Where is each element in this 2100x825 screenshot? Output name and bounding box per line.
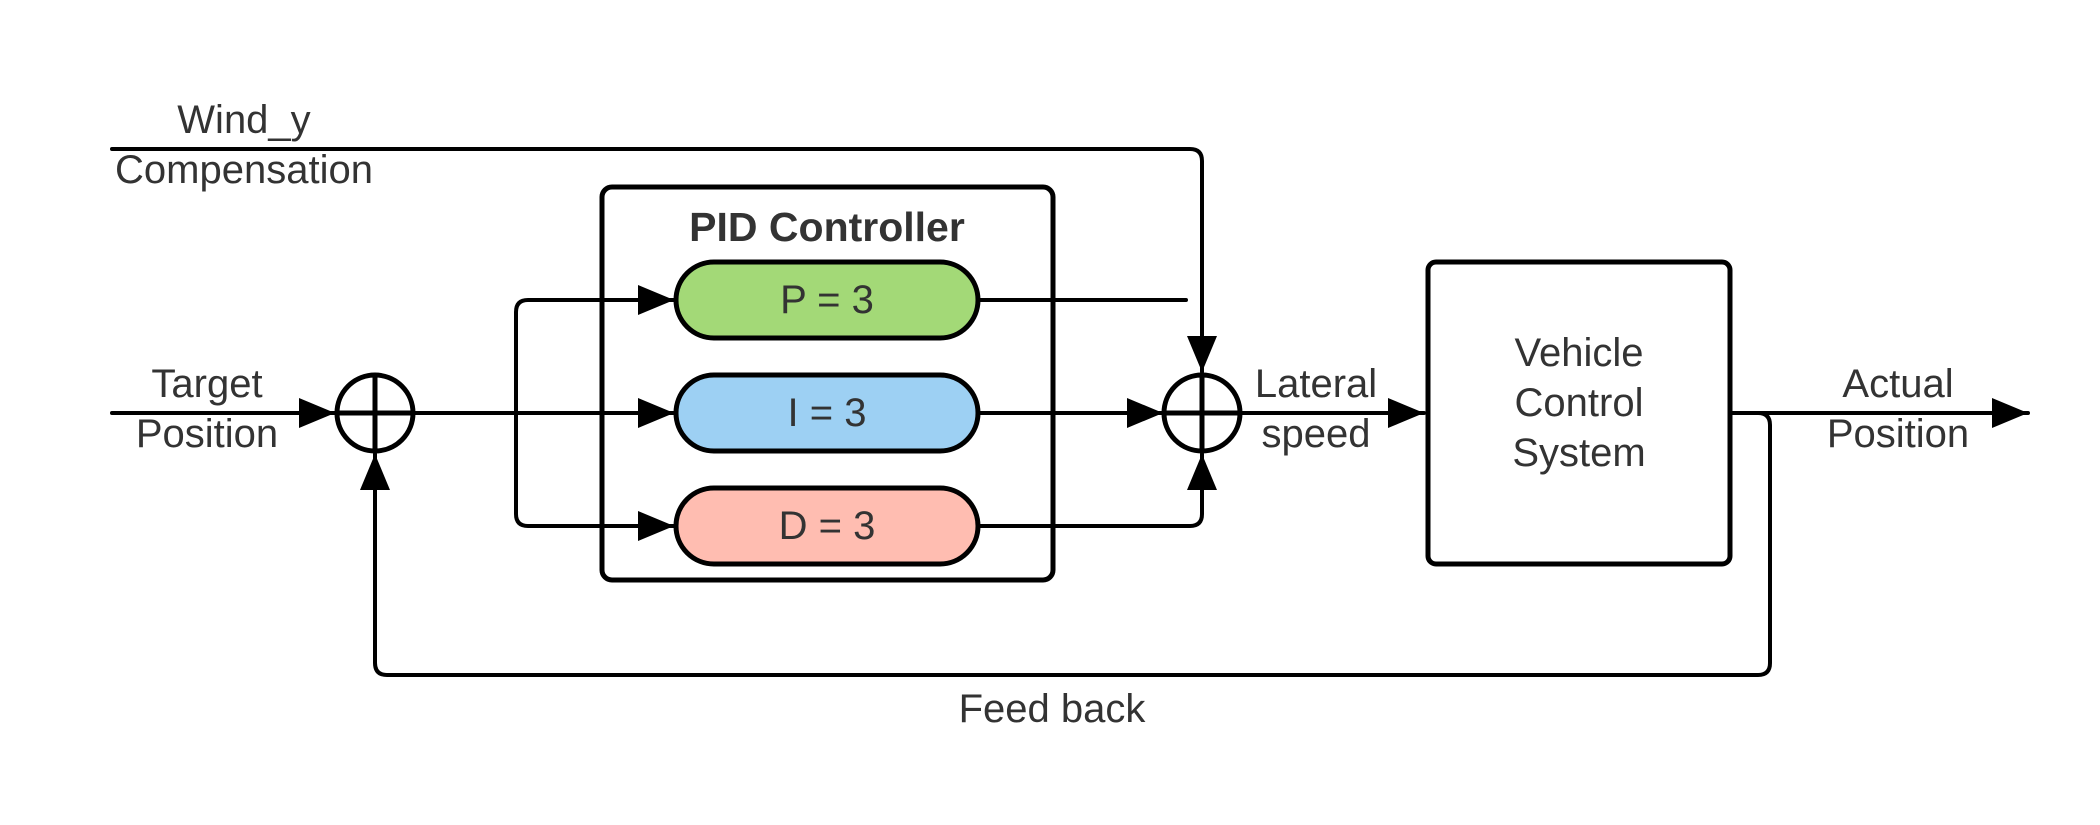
vehicle-label-line2: Control — [1515, 381, 1644, 425]
wind-compensation-wire — [110, 147, 1217, 374]
branch-to-p-wire — [514, 285, 676, 415]
d-output-wire — [976, 452, 1217, 528]
actual-position-label-line2: Position — [1827, 412, 1969, 456]
vehicle-label-line1: Vehicle — [1515, 331, 1644, 375]
p-gain-block — [673, 259, 981, 341]
branch-to-d-wire — [514, 411, 676, 541]
d-gain-label: D = 3 — [779, 504, 876, 548]
p-gain-label: P = 3 — [780, 278, 874, 322]
lateral-speed-label-line2: speed — [1262, 412, 1371, 456]
vehicle-label-line3: System — [1512, 431, 1645, 475]
target-label-line1: Target — [151, 362, 262, 406]
i-gain-block — [673, 372, 981, 454]
summing-junction-1 — [334, 372, 416, 454]
vehicle-control-system-box — [1425, 259, 1733, 567]
i-gain-label: I = 3 — [788, 391, 867, 435]
pid-controller-title: PID Controller — [689, 204, 965, 250]
pid-controller-box — [599, 184, 1056, 583]
wind-label-line2: Compensation — [115, 148, 373, 192]
actual-position-label-line1: Actual — [1842, 362, 1953, 406]
feedback-label: Feed back — [959, 687, 1147, 731]
summing-junction-2 — [1161, 372, 1243, 454]
lateral-speed-label-line1: Lateral — [1255, 362, 1377, 406]
feedback-wire — [360, 411, 1772, 677]
d-gain-block — [673, 485, 981, 567]
target-label-line2: Position — [136, 412, 278, 456]
wind-label-line1: Wind_y — [177, 98, 310, 142]
